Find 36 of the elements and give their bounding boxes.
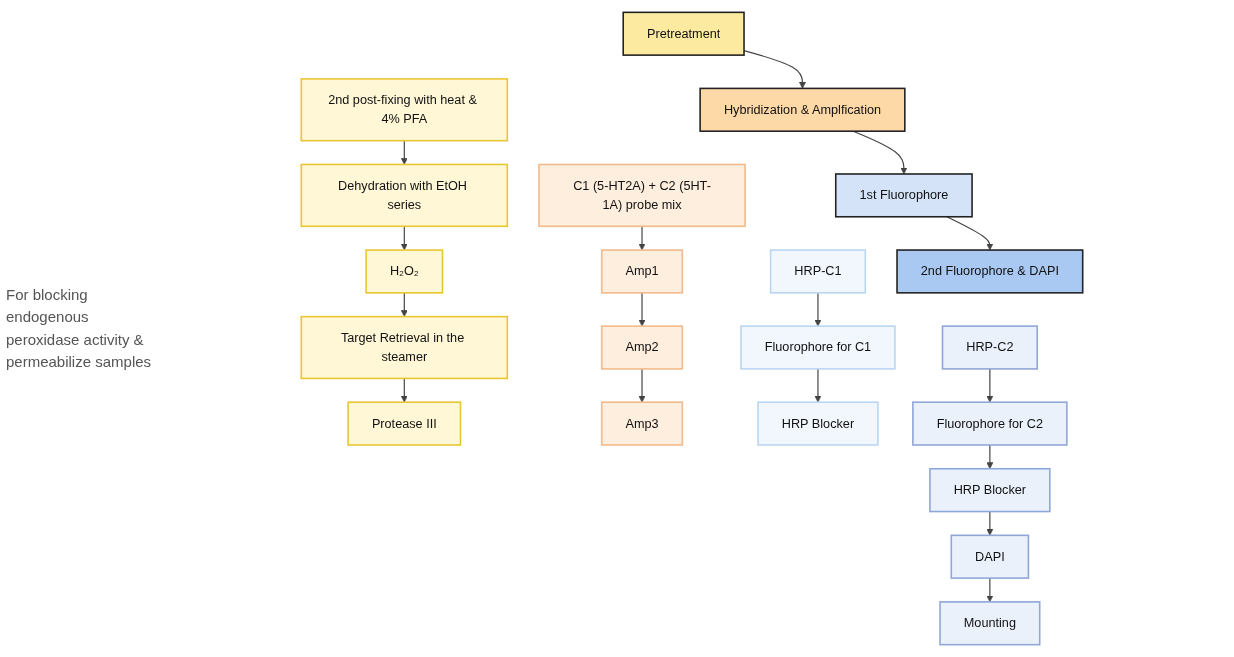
node-box: Target Retrieval in the steamer	[300, 315, 509, 380]
node-box: Fluorophore for C2	[912, 401, 1068, 446]
arrow	[814, 368, 822, 403]
node-box: HRP Blocker	[929, 467, 1051, 513]
arrow	[946, 216, 994, 251]
arrow	[986, 577, 994, 603]
node-box: H₂O₂	[365, 249, 444, 294]
node-box: HRP Blocker	[757, 401, 879, 446]
node-box: Pretreatment	[622, 11, 745, 56]
node-box: Dehydration with EtOH series	[300, 163, 509, 228]
node-box: Hybridization & Amplfication	[699, 87, 906, 132]
node-box: DAPI	[950, 534, 1030, 579]
node-box: C1 (5-HT2A) + C2 (5HT-1A) probe mix	[538, 163, 746, 228]
arrow	[638, 368, 646, 403]
arrow	[638, 292, 646, 327]
node-box: Amp3	[600, 401, 684, 446]
arrow	[400, 140, 408, 165]
node-box: HRP-C2	[941, 325, 1038, 370]
node-box: 2nd post-fixing with heat & 4% PFA	[300, 78, 509, 142]
node-box: Amp1	[600, 249, 684, 294]
arrow	[638, 225, 646, 251]
node-box: Amp2	[600, 325, 684, 370]
arrow	[986, 444, 994, 470]
arrow	[400, 377, 408, 403]
arrow	[814, 292, 822, 327]
arrow	[400, 292, 408, 317]
arrow	[400, 225, 408, 251]
node-box: Fluorophore for C1	[740, 325, 896, 370]
arrow	[986, 368, 994, 403]
node-box: 2nd Fluorophore & DAPI	[896, 249, 1084, 294]
node-box: Protease III	[347, 401, 462, 446]
node-box: Mounting	[939, 601, 1041, 646]
arrow	[986, 510, 994, 536]
node-box: HRP-C1	[769, 249, 867, 294]
node-box: 1st Fluorophore	[834, 173, 973, 218]
note-text: For blocking endogenous peroxidase activity & permeabilize samples	[6, 284, 153, 372]
